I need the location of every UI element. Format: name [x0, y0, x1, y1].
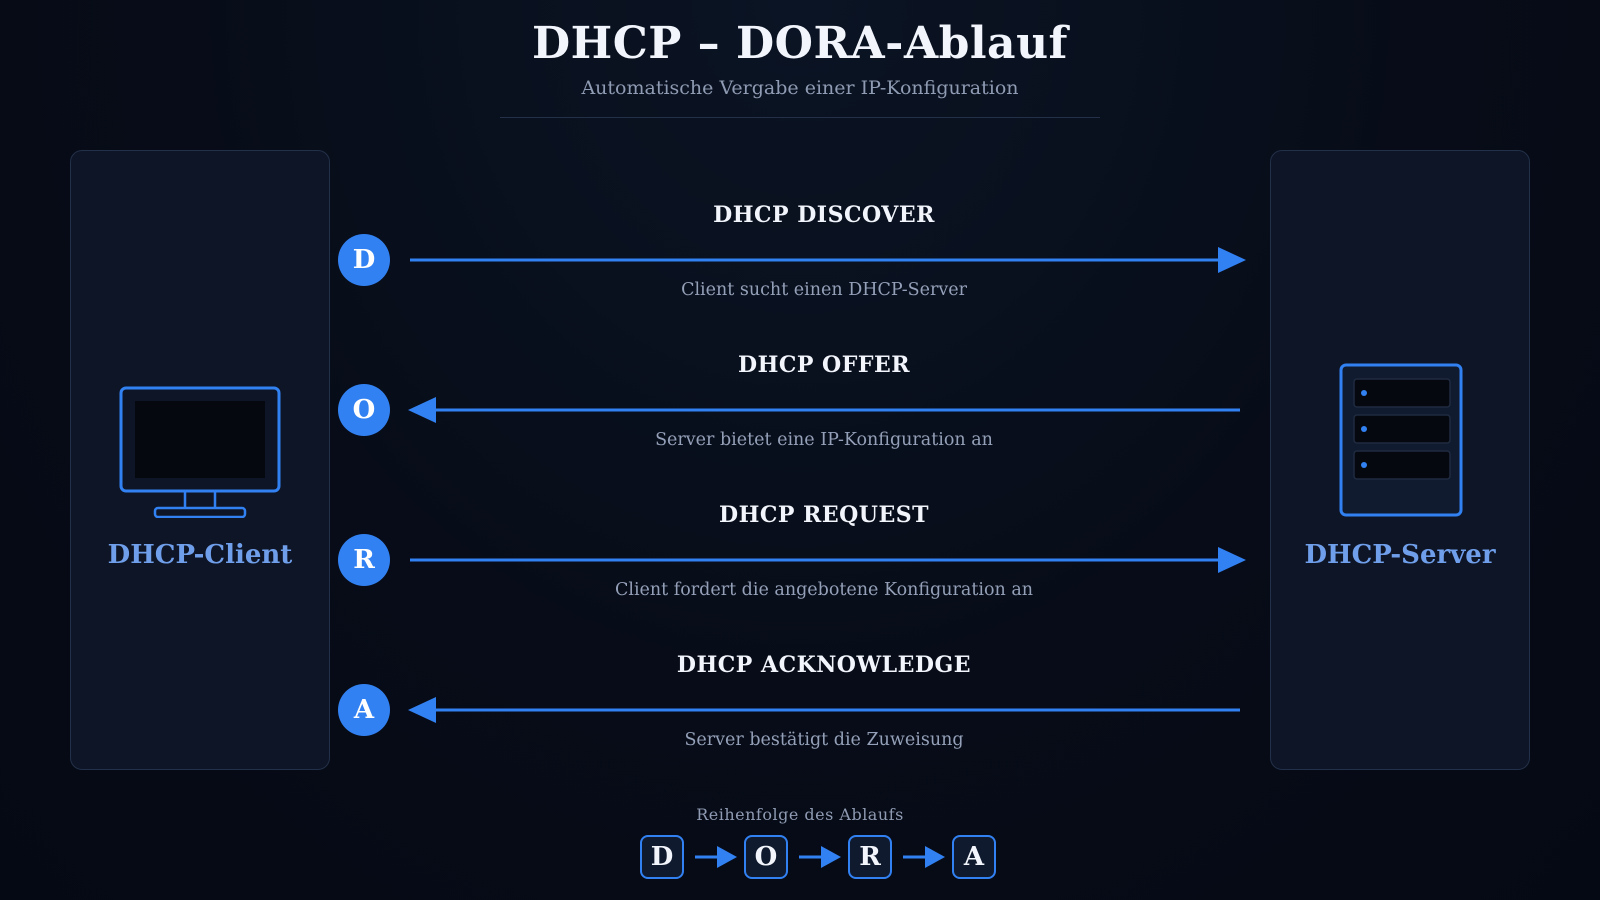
step-offer: DHCP OFFER O Server bietet eine IP-Konfi… [338, 348, 1258, 458]
step-title: DHCP ACKNOWLEDGE [676, 652, 972, 678]
step-description: Client fordert die angebotene Konfigurat… [614, 580, 1034, 600]
step-discover: DHCP DISCOVER D Client sucht einen DHCP-… [338, 198, 1258, 308]
arrow-right-icon [799, 846, 841, 868]
arrow-right-icon [410, 547, 1246, 573]
page-title: DHCP – DORA-Ablauf [532, 18, 1068, 69]
step-title: DHCP OFFER [737, 352, 911, 378]
step-title: DHCP DISCOVER [713, 202, 935, 228]
page-subtitle: Automatische Vergabe einer IP-Konfigurat… [581, 77, 1019, 99]
monitor-icon [119, 386, 281, 518]
step-title: DHCP REQUEST [718, 502, 929, 528]
sequence-item-r: R [848, 835, 892, 879]
client-label: DHCP-Client [107, 540, 293, 570]
sequence-caption: Reihenfolge des Ablaufs [696, 805, 904, 824]
step-request: DHCP REQUEST R Client fordert die angebo… [338, 498, 1258, 608]
title-divider [500, 117, 1100, 118]
sequence-item-o: O [744, 835, 788, 879]
arrow-left-icon [408, 697, 1240, 723]
step-badge-o: O [338, 384, 390, 436]
sequence-item-a: A [952, 835, 996, 879]
step-badge-a: A [338, 684, 390, 736]
step-description: Server bietet eine IP-Konfiguration an [655, 430, 993, 450]
server-label: DHCP-Server [1304, 540, 1496, 570]
sequence-item-d: D [640, 835, 684, 879]
server-rack-icon [1339, 363, 1463, 517]
step-description: Client sucht einen DHCP-Server [681, 280, 967, 300]
step-badge-d: D [338, 234, 390, 286]
arrow-left-icon [408, 397, 1240, 423]
arrow-right-icon [410, 247, 1246, 273]
server-panel: DHCP-Server [1270, 150, 1530, 770]
step-acknowledge: DHCP ACKNOWLEDGE A Server bestätigt die … [338, 648, 1258, 758]
arrow-right-icon [903, 846, 945, 868]
step-badge-r: R [338, 534, 390, 586]
arrow-right-icon [695, 846, 737, 868]
client-panel: DHCP-Client [70, 150, 330, 770]
sequence-row: D O R A [640, 835, 1000, 881]
step-description: Server bestätigt die Zuweisung [684, 730, 964, 750]
